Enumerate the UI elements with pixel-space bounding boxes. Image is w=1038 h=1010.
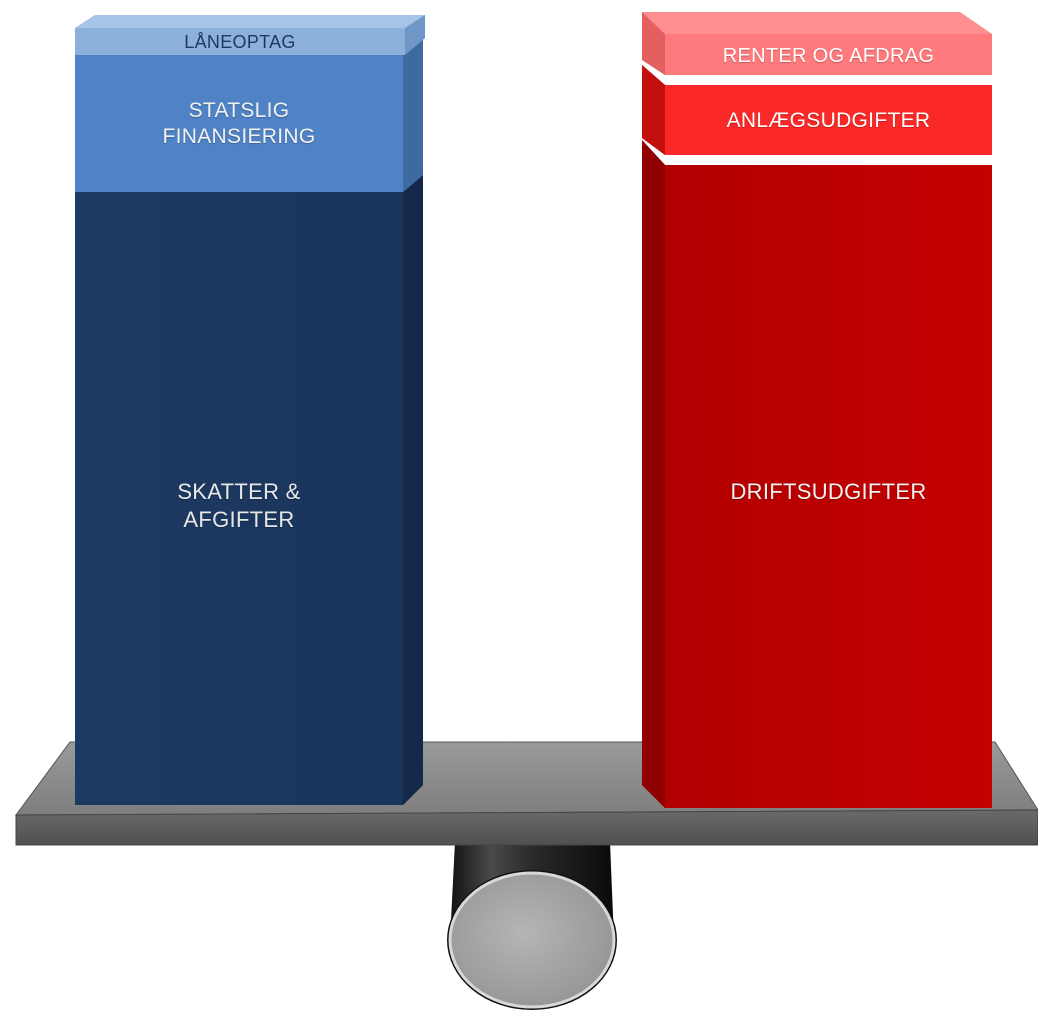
- label-skatter-afgifter: SKATTER & AFGIFTER: [75, 478, 403, 533]
- fulcrum-cylinder: [447, 842, 617, 1010]
- label-renter-afdrag: RENTER OG AFDRAG: [665, 44, 992, 69]
- label-statslig-finansiering: STATSLIG FINANSIERING: [75, 98, 403, 151]
- label-driftsudgifter: DRIFTSUDGIFTER: [665, 478, 992, 506]
- label-laneoptag: LÅNEOPTAG: [75, 31, 405, 54]
- label-anlaegsudgifter: ANLÆGSUDGIFTER: [665, 108, 992, 134]
- block-driftsudgifter: [642, 140, 992, 808]
